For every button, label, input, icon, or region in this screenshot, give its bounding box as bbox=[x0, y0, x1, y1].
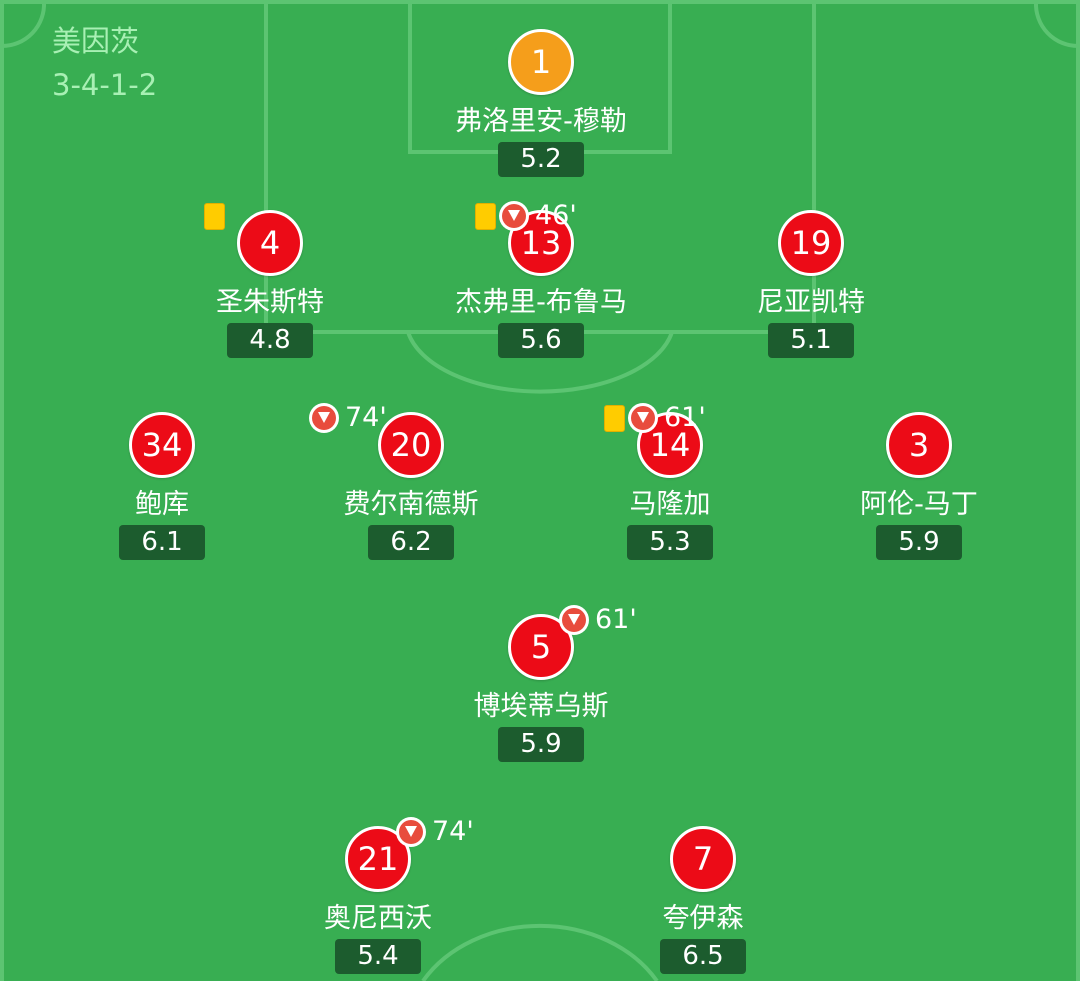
substitution-off-icon bbox=[499, 201, 529, 231]
player-card[interactable]: 5 61' 博埃蒂乌斯 5.9 bbox=[421, 604, 661, 762]
player-events: 74' bbox=[309, 402, 387, 434]
player-name: 尼亚凯特 bbox=[757, 287, 865, 318]
player-card[interactable]: 21 74' 奥尼西沃 5.4 bbox=[258, 816, 498, 974]
player-name: 夸伊森 bbox=[662, 903, 744, 934]
substitution-minute: 61' bbox=[595, 604, 637, 635]
player-events: 61' bbox=[604, 402, 706, 434]
jersey-number: 1 bbox=[508, 29, 574, 95]
player-rating: 5.6 bbox=[498, 323, 584, 358]
formation: 3-4-1-2 bbox=[52, 68, 158, 102]
player-rating: 5.9 bbox=[498, 727, 584, 762]
player-name: 奥尼西沃 bbox=[324, 903, 432, 934]
player-rating: 5.9 bbox=[876, 525, 962, 560]
player-rating: 6.5 bbox=[660, 939, 746, 974]
player-name: 阿伦-马丁 bbox=[860, 489, 978, 520]
player-events: 46' bbox=[475, 200, 577, 232]
player-name: 杰弗里-布鲁马 bbox=[455, 287, 627, 318]
player-rating: 5.4 bbox=[335, 939, 421, 974]
substitution-minute: 61' bbox=[664, 402, 706, 433]
player-events: 74' bbox=[396, 816, 474, 848]
substitution-off-icon bbox=[396, 817, 426, 847]
substitution-minute: 74' bbox=[345, 402, 387, 433]
yellow-card-icon bbox=[604, 404, 625, 432]
jersey-number: 7 bbox=[670, 826, 736, 892]
yellow-card-icon bbox=[475, 202, 496, 230]
player-card[interactable]: 34 鲍库 6.1 bbox=[42, 412, 282, 560]
player-events: 61' bbox=[559, 604, 637, 636]
jersey-number: 20 bbox=[378, 412, 444, 478]
player-rating: 5.1 bbox=[768, 323, 854, 358]
jersey-number: 34 bbox=[129, 412, 195, 478]
player-rating: 6.2 bbox=[368, 525, 454, 560]
player-card[interactable]: 3 阿伦-马丁 5.9 bbox=[799, 412, 1039, 560]
player-card[interactable]: 13 46' 杰弗里-布鲁马 5.6 bbox=[421, 200, 661, 358]
jersey-number: 4 bbox=[237, 210, 303, 276]
player-rating: 5.2 bbox=[498, 142, 584, 177]
player-card[interactable]: 4 圣朱斯特 4.8 bbox=[150, 202, 390, 358]
yellow-card-icon bbox=[204, 202, 225, 230]
jersey-number: 14 bbox=[637, 412, 703, 478]
player-name: 弗洛里安-穆勒 bbox=[455, 106, 627, 137]
jersey-number: 19 bbox=[778, 210, 844, 276]
player-rating: 6.1 bbox=[119, 525, 205, 560]
player-rating: 4.8 bbox=[227, 323, 313, 358]
substitution-off-icon bbox=[628, 403, 658, 433]
player-card[interactable]: 20 74' 费尔南德斯 6.2 bbox=[291, 402, 531, 560]
substitution-off-icon bbox=[309, 403, 339, 433]
player-card[interactable]: 1 弗洛里安-穆勒 5.2 bbox=[421, 29, 661, 177]
player-rating: 5.3 bbox=[627, 525, 713, 560]
jersey-number: 13 bbox=[508, 210, 574, 276]
player-events bbox=[204, 200, 225, 232]
player-name: 圣朱斯特 bbox=[216, 287, 324, 318]
team-name: 美因茨 bbox=[52, 24, 140, 58]
substitution-off-icon bbox=[559, 605, 589, 635]
player-name: 博埃蒂乌斯 bbox=[473, 691, 609, 722]
player-card[interactable]: 19 尼亚凯特 5.1 bbox=[691, 210, 931, 358]
substitution-minute: 74' bbox=[432, 816, 474, 847]
player-card[interactable]: 7 夸伊森 6.5 bbox=[583, 826, 823, 974]
substitution-minute: 46' bbox=[535, 200, 577, 231]
player-name: 费尔南德斯 bbox=[343, 489, 479, 520]
jersey-number: 3 bbox=[886, 412, 952, 478]
player-name: 鲍库 bbox=[135, 489, 189, 520]
player-name: 马隆加 bbox=[629, 489, 711, 520]
player-card[interactable]: 14 61' 马隆加 5.3 bbox=[550, 402, 790, 560]
